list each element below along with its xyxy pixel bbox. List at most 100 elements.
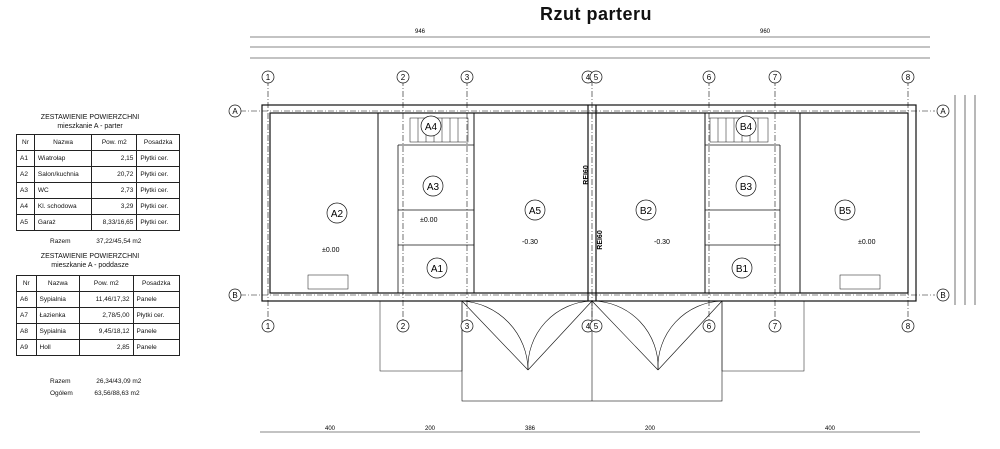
axis-number-label: 3 [465, 322, 470, 331]
axis-number-label: 4 [586, 322, 591, 331]
axis-bubble [702, 70, 716, 84]
level-label: -0.30 [654, 239, 670, 246]
dimension-label: 946 [415, 29, 426, 35]
axis-bubble [589, 319, 603, 333]
level-label: ±0.00 [322, 247, 340, 254]
table-cell: Garaż [33, 214, 93, 231]
table-cell: 8,33/16,65 [91, 214, 138, 231]
dimension-label: 386 [525, 426, 536, 432]
axis-number-label: 5 [594, 73, 599, 82]
axis-number-label: 3 [465, 73, 470, 82]
axis-number-label: 6 [707, 73, 712, 82]
dimension-label: 960 [760, 29, 771, 35]
table-poddasze-heading: ZESTAWIENIE POWIERZCHNI mieszkanie A - p… [0, 252, 180, 270]
table-parter-total-value: 37,22/45,54 m2 [96, 238, 142, 245]
axis-number-label: 8 [906, 73, 911, 82]
table-parter-total-label: Razem [50, 238, 71, 245]
axis-number-label: 7 [773, 322, 778, 331]
level-label: -0.30 [522, 239, 538, 246]
dimension-label: 200 [645, 426, 656, 432]
level-label: ±0.00 [420, 217, 438, 224]
axis-bubble [396, 70, 410, 84]
table-cell: A5 [16, 214, 35, 231]
room-bubble [735, 175, 757, 197]
axis-bubble [460, 70, 474, 84]
axis-number-label: 2 [401, 322, 406, 331]
axis-bubble [936, 288, 950, 302]
dimension-labels: 946 960 400 200 386 200 400 [325, 29, 836, 432]
table-poddasze-grand-value: 63,56/88,63 m2 [94, 390, 140, 397]
axis-number-label: 1 [266, 73, 271, 82]
room-label: B1 [736, 264, 749, 275]
table-parter-heading: ZESTAWIENIE POWIERZCHNI mieszkanie A - p… [0, 113, 180, 131]
axis-bubble [768, 319, 782, 333]
room-label: B4 [740, 122, 753, 133]
level-label: ±0.00 [858, 239, 876, 246]
room-bubble [422, 175, 444, 197]
axis-bubble [460, 319, 474, 333]
axis-letter-label: B [232, 291, 237, 300]
table-poddasze-total-value: 26,34/43,09 m2 [96, 378, 142, 385]
axis-bubble [702, 319, 716, 333]
table-parter-heading-line1: ZESTAWIENIE POWIERZCHNI [40, 114, 140, 121]
axis-bubble [589, 70, 603, 84]
table-poddasze-heading-line1: ZESTAWIENIE POWIERZCHNI [40, 253, 140, 260]
table-poddasze-heading-line2: mieszkanie A - poddasze [51, 262, 129, 269]
dimension-label: 400 [825, 426, 836, 432]
room-label: B5 [839, 206, 852, 217]
dimension-label: 400 [325, 426, 336, 432]
dimension-label: 200 [425, 426, 436, 432]
drawing-title: Rzut parteru [540, 4, 653, 24]
axis-letter-label: A [940, 107, 946, 116]
table-cell: 2,85 [79, 339, 134, 356]
room-bubble [834, 199, 856, 221]
plan-linework [240, 36, 976, 433]
room-label: A5 [529, 206, 542, 217]
axis-letter-label: B [940, 291, 945, 300]
room-bubble [326, 202, 348, 224]
axis-number-label: 8 [906, 322, 911, 331]
room-label: A3 [427, 182, 440, 193]
table-cell: Panele [132, 291, 181, 308]
axis-number-label: 6 [707, 322, 712, 331]
axis-number-label: 7 [773, 73, 778, 82]
level-labels: ±0.00 ±0.00 -0.30 -0.30 ±0.00 [322, 217, 876, 254]
table-cell: Płytki cer. [136, 214, 180, 231]
table-parter-total: Razem 37,22/45,54 m2 [50, 238, 141, 245]
room-bubble [426, 257, 448, 279]
table-poddasze-total: Razem 26,34/43,09 m2 [50, 378, 141, 385]
room-bubble [420, 115, 442, 137]
axis-number-label: 2 [401, 73, 406, 82]
room-bubble [735, 115, 757, 137]
axis-number-label: 5 [594, 322, 599, 331]
table-poddasze-grand-label: Ogółem [50, 390, 73, 397]
table-poddasze-total-label: Razem [50, 378, 71, 385]
axis-number-label: 4 [586, 73, 591, 82]
room-bubble [524, 199, 546, 221]
room-bubble [635, 199, 657, 221]
axis-bubble [901, 70, 915, 84]
room-label: B3 [740, 182, 753, 193]
fire-wall-label: REI60 [583, 165, 590, 185]
axis-letter-label: A [232, 107, 238, 116]
table-poddasze-grand-total: Ogółem 63,56/88,63 m2 [50, 390, 140, 397]
room-bubble [731, 257, 753, 279]
axis-bubble [261, 319, 275, 333]
fire-wall-label-2: REI60 [597, 230, 604, 250]
room-label: A1 [431, 264, 444, 275]
table-parter-heading-line2: mieszkanie A - parter [57, 123, 123, 130]
axis-bubble [936, 104, 950, 118]
axis-bubble [228, 288, 242, 302]
